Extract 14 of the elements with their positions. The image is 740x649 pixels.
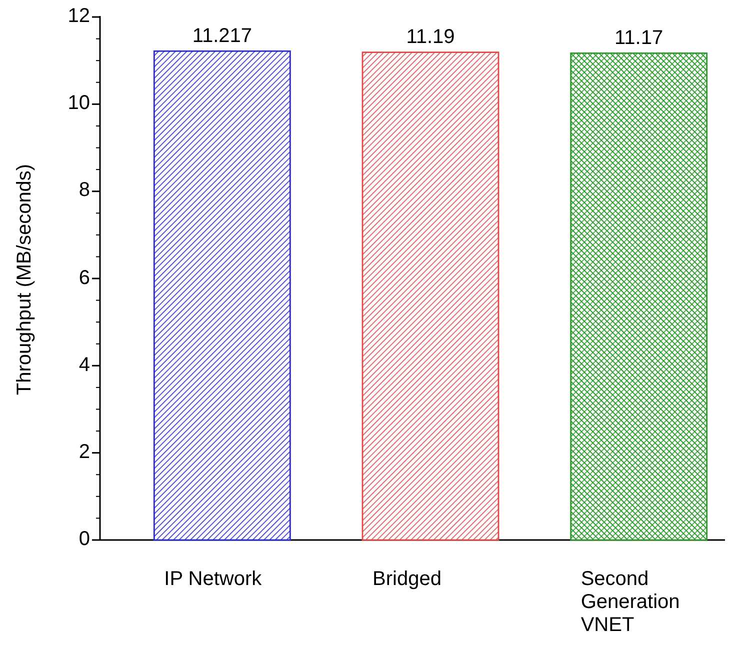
tick-label: 4 [78,354,90,377]
value-label: 11.217 [191,25,253,48]
category-label: IP Network [164,568,263,591]
tick-label: 8 [78,179,90,202]
tick-label: 10 [66,92,90,116]
value-label: 11.17 [614,27,664,50]
tick-label: 12 [66,5,90,28]
tick-label: 6 [78,266,90,290]
category-label: Bridged [372,568,442,591]
tick-label: 2 [78,440,90,464]
tick-label: 0 [78,528,90,551]
category-label: Second Generation VNET [580,568,681,637]
axis-title: Throughput (MB/seconds) [14,162,36,398]
value-label: 11.19 [405,26,456,50]
